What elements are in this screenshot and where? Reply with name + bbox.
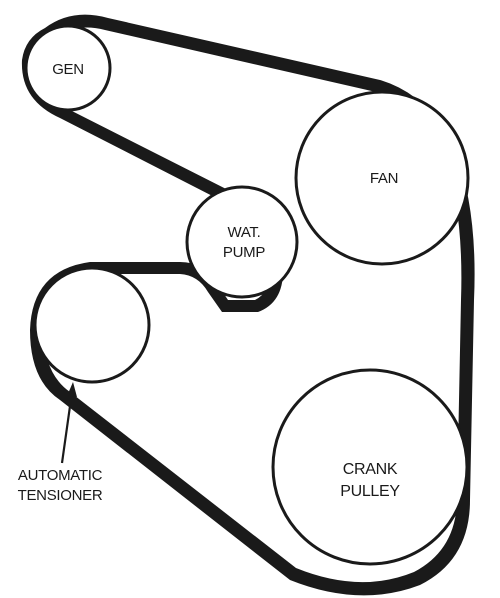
fan-pulley (294, 90, 470, 266)
water-pump-label-line2: PUMP (223, 244, 265, 261)
tensioner-pulley (33, 266, 151, 384)
crank-label-line2: PULLEY (340, 483, 400, 500)
callout-line1: AUTOMATIC (18, 467, 103, 484)
water-pump-pulley (185, 185, 299, 299)
tensioner-arrowhead (67, 382, 77, 397)
gen-label: GEN (52, 61, 84, 78)
callout-line2: TENSIONER (18, 487, 103, 504)
fan-label: FAN (370, 170, 398, 187)
tensioner-leader-line (60, 391, 74, 464)
crank-label-line1: CRANK (343, 461, 398, 478)
gen-pulley (24, 24, 112, 112)
crank-pulley (271, 368, 469, 566)
water-pump-label-line1: WAT. (228, 224, 261, 241)
